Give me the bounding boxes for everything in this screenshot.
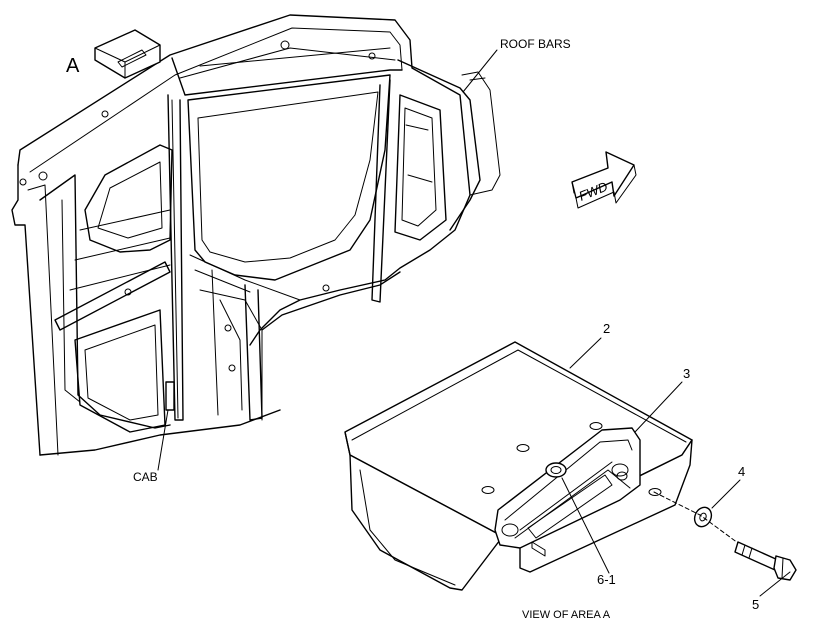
part-3-label: 3 <box>683 366 690 381</box>
leader-cab <box>157 409 169 471</box>
cab-label: CAB <box>133 470 158 484</box>
part-6-1-label: 6-1 <box>597 572 616 587</box>
area-a-view <box>344 341 693 591</box>
part-4-label: 4 <box>738 464 745 479</box>
area-a-component <box>94 29 161 79</box>
bolt <box>734 541 797 581</box>
view-marker-a: A <box>66 55 80 77</box>
cab-assembly <box>11 14 501 456</box>
leader-4 <box>711 479 741 509</box>
fwd-arrow-icon: FWD <box>571 151 637 209</box>
view-caption: VIEW OF AREA A <box>522 609 611 621</box>
leader-3 <box>634 381 683 433</box>
roof-bars-label: ROOF BARS <box>500 37 571 51</box>
roof-bars-leader <box>462 49 498 93</box>
part-2-label: 2 <box>603 321 610 336</box>
assembly-axis <box>653 491 739 544</box>
leader-5 <box>759 571 791 597</box>
leader-2 <box>569 337 602 369</box>
part-5-label: 5 <box>752 597 759 612</box>
washer <box>693 506 713 528</box>
leader-6-1 <box>561 477 610 574</box>
